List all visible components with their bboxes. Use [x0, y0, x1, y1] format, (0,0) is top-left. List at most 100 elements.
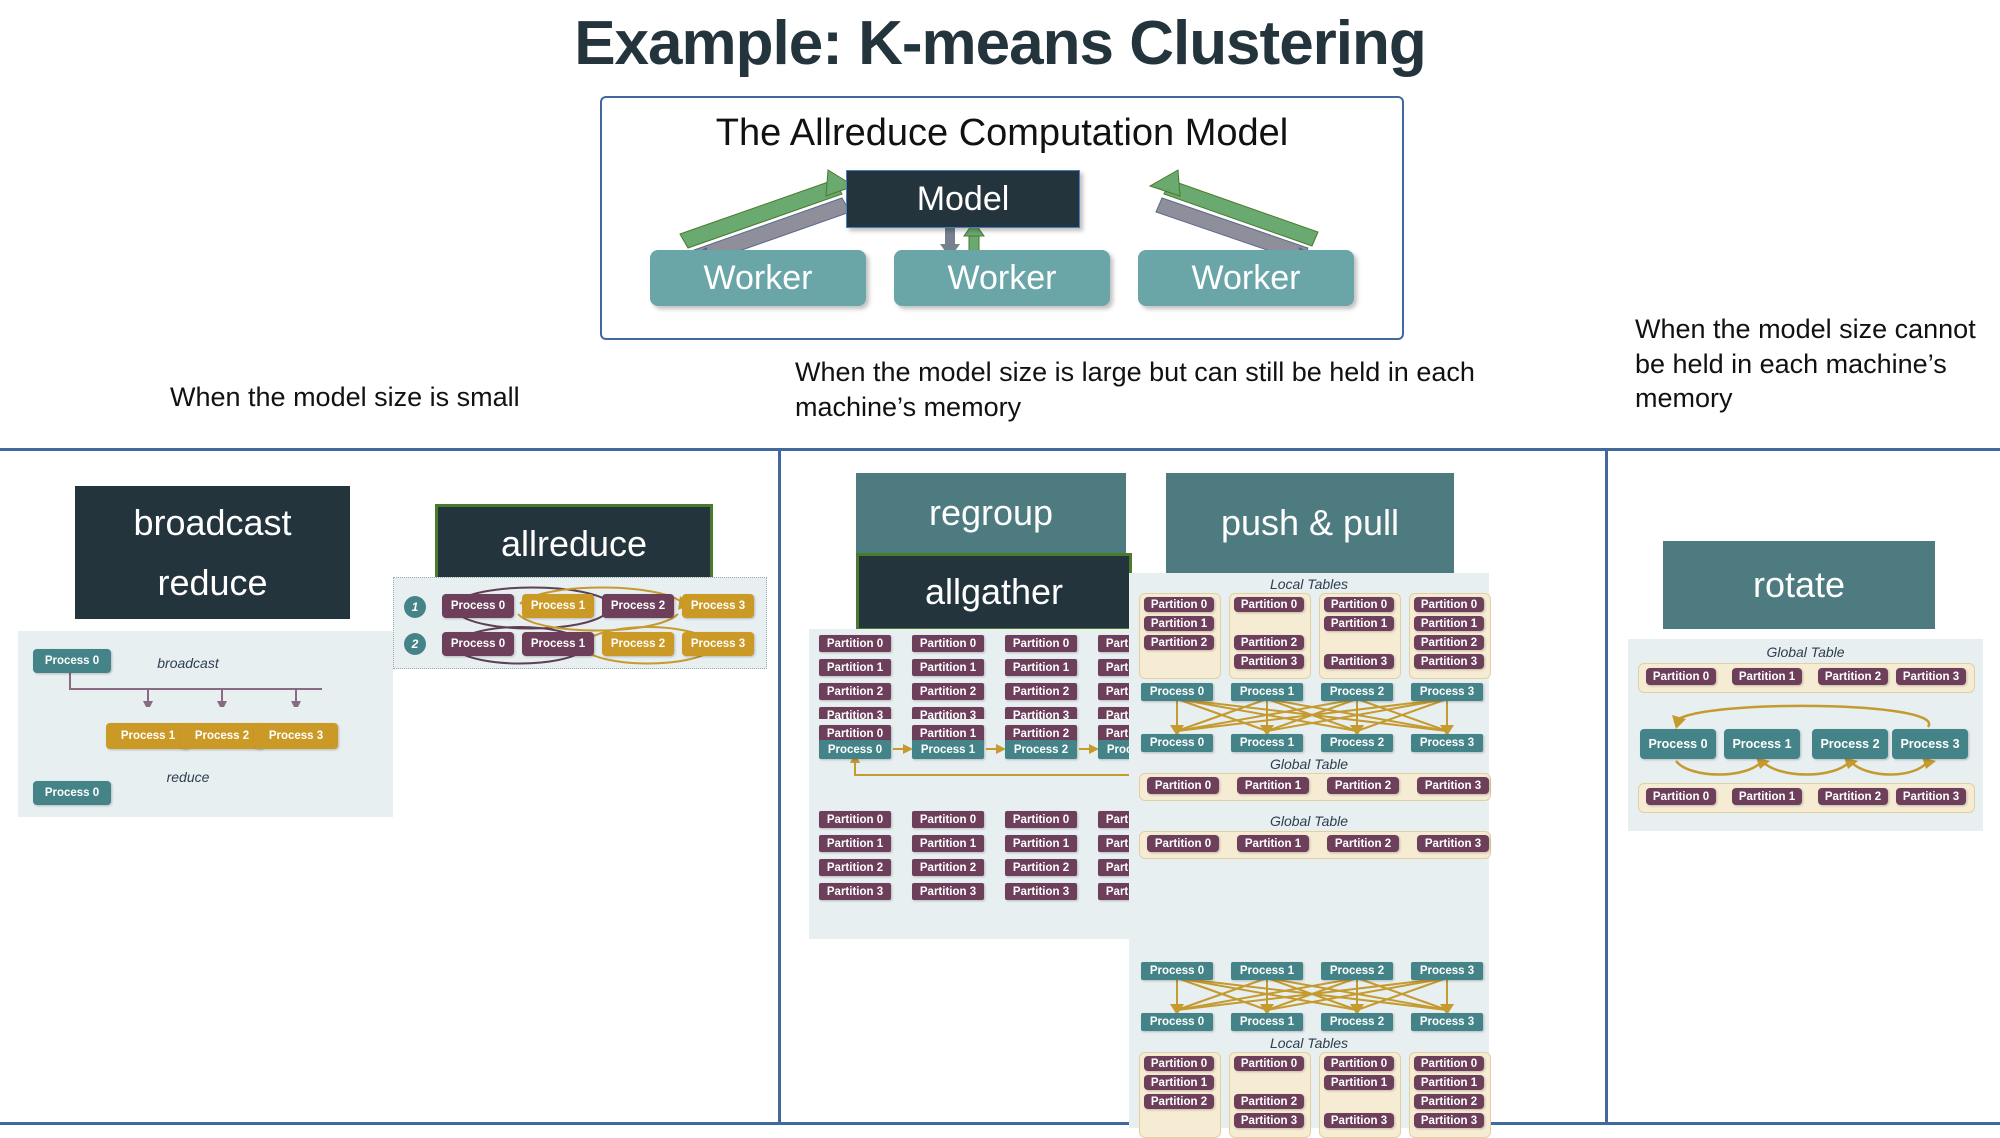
- pp-bot-c3-p0: Partition 0: [1414, 1056, 1484, 1071]
- pp-pull-src-2: Process 2: [1321, 962, 1393, 980]
- pp-bot-c3-p2: Partition 2: [1414, 1094, 1484, 1109]
- pp-bot-c3-p1: Partition 1: [1414, 1075, 1484, 1090]
- pp-push-dst-2: Process 2: [1321, 734, 1393, 752]
- page-title: Example: K-means Clustering: [574, 9, 1427, 78]
- allgather-out-p2-c1: Partition 2: [912, 859, 984, 876]
- allgather-proc-0: Process 0: [819, 740, 891, 759]
- pp-push-dst-0: Process 0: [1141, 734, 1213, 752]
- panel-small-model: broadcast reduce Process 0 broadcas: [0, 448, 781, 1125]
- allgather-out-p0-c2: Partition 0: [1005, 811, 1077, 828]
- op-broadcast-label: broadcast: [133, 501, 292, 543]
- worker-box-1: Worker: [650, 250, 866, 306]
- pp-pull-src-1: Process 1: [1231, 962, 1303, 980]
- op-rotate-label: rotate: [1752, 564, 1846, 605]
- op-regroup-label: regroup: [928, 492, 1054, 533]
- push-pull-global-table-label-1: Global Table: [1269, 756, 1349, 772]
- pp-push-src-1: Process 1: [1231, 683, 1303, 701]
- gt1-p1: Partition 1: [1237, 777, 1309, 794]
- broadcast-italic-label: broadcast: [157, 655, 219, 671]
- pp-pull-dst-0: Process 0: [1141, 1013, 1213, 1031]
- allgather-proc-1: Process 1: [912, 740, 984, 759]
- pp-push-src-2: Process 2: [1321, 683, 1393, 701]
- pp-bot-c0-p1: Partition 1: [1144, 1075, 1214, 1090]
- pp-bot-c3-p3: Partition 3: [1414, 1113, 1484, 1128]
- reduce-source-process-1: Process 1: [106, 723, 190, 749]
- allreduce-diagram: 1 Process 0 Process 1 Process 2 Process …: [393, 577, 767, 669]
- worker-box-2: Worker: [894, 250, 1110, 306]
- right-green-arrow: [1148, 169, 1319, 247]
- pp-top-c2-p1: Partition 1: [1324, 616, 1394, 631]
- pp-top-c0-p0: Partition 0: [1144, 597, 1214, 612]
- allgather-diagram: Partition 0 Partition 1 Partition 2 Part…: [809, 719, 1170, 939]
- pp-top-c1-p2: Partition 2: [1234, 635, 1304, 650]
- pp-bot-c2-p3: Partition 3: [1324, 1113, 1394, 1128]
- allgather-in-p1: Partition 1: [912, 725, 984, 742]
- pp-top-c2-p3: Partition 3: [1324, 654, 1394, 669]
- pp-pull-dst-1: Process 1: [1231, 1013, 1303, 1031]
- push-pull-diagram: Local Tables Partition 0 Partition 1 Par…: [1129, 573, 1491, 1138]
- pp-top-c0-p1: Partition 1: [1144, 616, 1214, 631]
- panel-huge-model: rotate Global Table Partition 0 Partitio…: [1605, 448, 2000, 1125]
- model-box: Model: [846, 170, 1080, 228]
- rotate-top-p1: Partition 1: [1732, 668, 1802, 685]
- caption-large-model: When the model size is large but can sti…: [795, 357, 1475, 422]
- allgather-out-p1-c2: Partition 1: [1005, 835, 1077, 852]
- rotate-bot-p1: Partition 1: [1732, 788, 1802, 805]
- pp-top-c0-p2: Partition 2: [1144, 635, 1214, 650]
- pp-top-c3-p2: Partition 2: [1414, 635, 1484, 650]
- pp-bot-c0-p2: Partition 2: [1144, 1094, 1214, 1109]
- allreduce-step1-process-2: Process 2: [602, 594, 674, 618]
- allreduce-step2-process-0: Process 0: [442, 632, 514, 656]
- rotate-top-p0: Partition 0: [1646, 668, 1716, 685]
- reduce-diagram: Process 1 Process 2 Process 3 reduce Pro…: [18, 707, 393, 817]
- allreduce-step2-process-1: Process 1: [522, 632, 594, 656]
- broadcast-source-process: Process 0: [33, 649, 111, 673]
- allgather-in-p2: Partition 2: [1005, 725, 1077, 742]
- pp-push-dst-1: Process 1: [1231, 734, 1303, 752]
- reduce-target-process: Process 0: [33, 781, 111, 805]
- pp-bot-c1-p3: Partition 3: [1234, 1113, 1304, 1128]
- rotate-proc-3: Process 3: [1892, 729, 1968, 759]
- left-green-arrow: [679, 169, 856, 249]
- pp-top-c2-p0: Partition 0: [1324, 597, 1394, 612]
- pp-bot-c1-p0: Partition 0: [1234, 1056, 1304, 1071]
- allreduce-step-2-number: 2: [404, 633, 426, 655]
- pp-top-c3-p0: Partition 0: [1414, 597, 1484, 612]
- allgather-out-p1-c0: Partition 1: [819, 835, 891, 852]
- reduce-source-process-2: Process 2: [180, 723, 264, 749]
- allgather-in-p0: Partition 0: [819, 725, 891, 742]
- reduce-source-process-3: Process 3: [254, 723, 338, 749]
- regroup-top-p0-c1: Partition 0: [912, 635, 984, 652]
- allgather-out-p2-c0: Partition 2: [819, 859, 891, 876]
- allgather-out-p0-c0: Partition 0: [819, 811, 891, 828]
- regroup-top-p1-c1: Partition 1: [912, 659, 984, 676]
- allreduce-step1-process-3: Process 3: [682, 594, 754, 618]
- allreduce-step-1-number: 1: [404, 596, 426, 618]
- gt1-p3: Partition 3: [1417, 777, 1489, 794]
- regroup-top-p1-c0: Partition 1: [819, 659, 891, 676]
- regroup-top-p2-c0: Partition 2: [819, 683, 891, 700]
- pp-push-src-0: Process 0: [1141, 683, 1213, 701]
- allreduce-model-card: The Allreduce Computation Model: [600, 96, 1404, 340]
- reduce-italic-label: reduce: [166, 769, 210, 785]
- pp-bot-c2-p1: Partition 1: [1324, 1075, 1394, 1090]
- pp-pull-src-0: Process 0: [1141, 962, 1213, 980]
- gt2-p0: Partition 0: [1147, 835, 1219, 852]
- allreduce-step2-process-2: Process 2: [602, 632, 674, 656]
- pp-pull-src-3: Process 3: [1411, 962, 1483, 980]
- op-reduce-label: reduce: [157, 561, 268, 603]
- push-pull-global-table-label-2: Global Table: [1269, 813, 1349, 829]
- op-allreduce-label: allreduce: [500, 523, 648, 564]
- op-rotate-box: rotate: [1663, 541, 1935, 629]
- caption-small-model: When the model size is small: [170, 382, 520, 412]
- pp-top-c3-p3: Partition 3: [1414, 654, 1484, 669]
- push-pull-local-tables-label-top: Local Tables: [1269, 576, 1349, 592]
- gt2-p3: Partition 3: [1417, 835, 1489, 852]
- allgather-proc-2: Process 2: [1005, 740, 1077, 759]
- op-broadcast-reduce-box: broadcast reduce: [75, 486, 350, 619]
- caption-huge-model: When the model size cannot be held in ea…: [1635, 314, 1976, 414]
- rotate-proc-2: Process 2: [1812, 729, 1888, 759]
- op-allreduce-box: allreduce: [435, 504, 713, 584]
- worker-box-3: Worker: [1138, 250, 1354, 306]
- rotate-top-p2: Partition 2: [1818, 668, 1888, 685]
